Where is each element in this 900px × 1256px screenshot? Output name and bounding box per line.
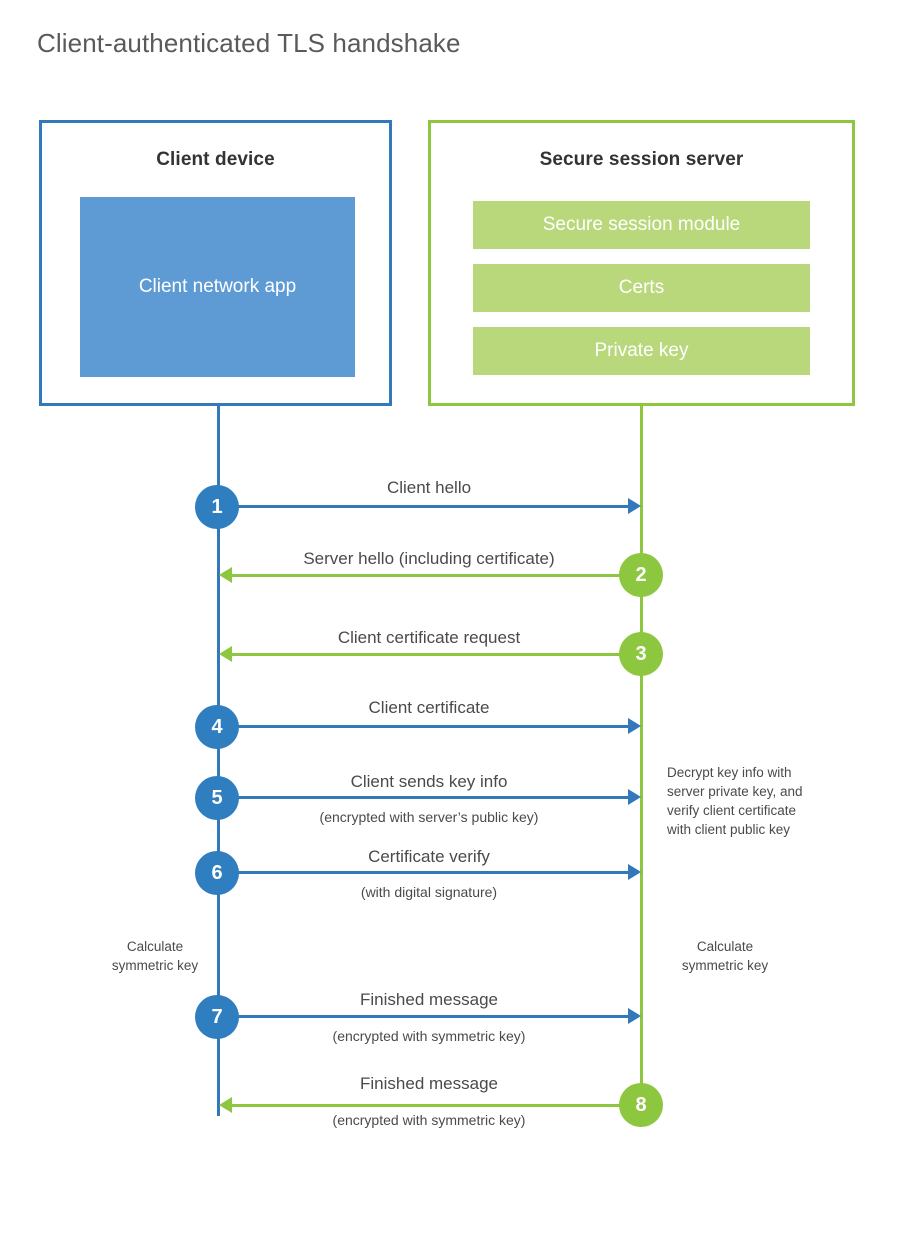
message-3-arrowhead	[219, 646, 232, 662]
message-1-arrowhead	[628, 498, 641, 514]
server-block-secure-session-module: Secure session module	[473, 201, 810, 249]
message-2-arrowhead	[219, 567, 232, 583]
message-5-sublabel: (encrypted with server’s public key)	[319, 809, 539, 825]
secure-session-server-box: Secure session server Secure session mod…	[428, 120, 855, 406]
message-4-line	[219, 725, 629, 728]
message-7-arrowhead	[628, 1008, 641, 1024]
step-circle-6[interactable]: 6	[195, 851, 239, 895]
message-1-line	[219, 505, 629, 508]
message-3-line	[231, 653, 641, 656]
client-device-box: Client device Client network app	[39, 120, 392, 406]
step-circle-1[interactable]: 1	[195, 485, 239, 529]
step-circle-5[interactable]: 5	[195, 776, 239, 820]
message-1-label: Client hello	[386, 478, 472, 497]
message-8-sublabel: (encrypted with symmetric key)	[332, 1112, 526, 1128]
note-client-calculate-symmetric-key: Calculate symmetric key	[111, 939, 199, 974]
note-server-decrypt: Decrypt key info with server private key…	[667, 765, 803, 838]
message-5-line	[219, 796, 629, 799]
message-5-arrowhead	[628, 789, 641, 805]
step-circle-4[interactable]: 4	[195, 705, 239, 749]
message-7-label: Finished message	[360, 990, 498, 1009]
message-2-label: Server hello (including certificate)	[303, 549, 555, 568]
page-title: Client-authenticated TLS handshake	[37, 28, 461, 58]
message-6-sublabel: (with digital signature)	[360, 884, 498, 900]
message-6-arrowhead	[628, 864, 641, 880]
message-4-label: Client certificate	[368, 698, 490, 717]
client-lifeline	[217, 404, 220, 1116]
client-network-app-block: Client network app	[80, 197, 355, 377]
message-8-arrowhead	[219, 1097, 232, 1113]
note-server-calculate-symmetric-key: Calculate symmetric key	[681, 939, 769, 974]
message-6-label: Certificate verify	[368, 847, 490, 866]
server-lifeline	[640, 404, 643, 1106]
secure-session-server-title: Secure session server	[539, 149, 744, 170]
message-4-arrowhead	[628, 718, 641, 734]
message-2-line	[231, 574, 641, 577]
step-circle-2[interactable]: 2	[619, 553, 663, 597]
message-8-line	[231, 1104, 641, 1107]
server-block-certs: Certs	[473, 264, 810, 312]
server-block-private-key: Private key	[473, 327, 810, 375]
message-3-label: Client certificate request	[337, 628, 521, 647]
step-circle-3[interactable]: 3	[619, 632, 663, 676]
message-6-line	[219, 871, 629, 874]
message-8-label: Finished message	[360, 1074, 498, 1093]
message-7-line	[219, 1015, 629, 1018]
message-7-sublabel: (encrypted with symmetric key)	[332, 1028, 526, 1044]
client-device-title: Client device	[156, 149, 275, 170]
message-5-label: Client sends key info	[350, 772, 508, 791]
step-circle-7[interactable]: 7	[195, 995, 239, 1039]
step-circle-8[interactable]: 8	[619, 1083, 663, 1127]
